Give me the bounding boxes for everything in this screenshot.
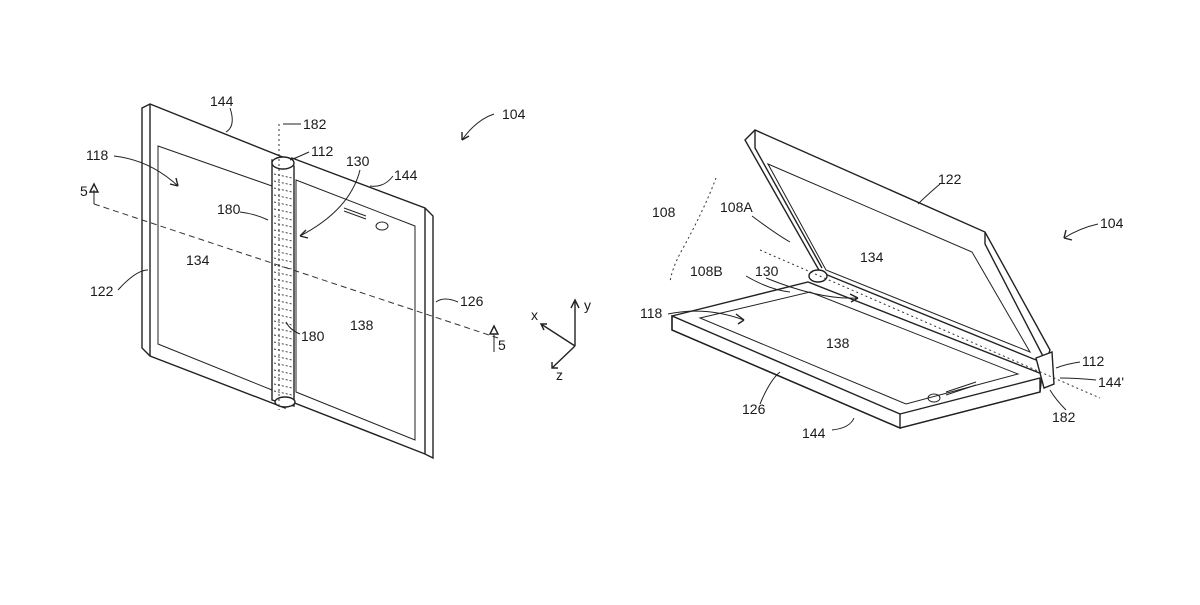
right-panel-body [292,158,433,458]
hinge-knuckle-left [809,270,827,282]
label-130-right: 130 [755,263,779,279]
label-108B: 108B [690,263,723,279]
axis-label-y: y [584,297,591,313]
hinge-cap-bottom [275,397,295,407]
label-108: 108 [652,204,676,220]
leader-112 [290,152,309,160]
label-5-right: 5 [498,337,506,353]
leader-144prime [1060,378,1096,380]
z-axis-line [552,346,575,368]
label-108A: 108A [720,199,753,215]
label-180-upper: 180 [217,201,241,217]
leader-126-right [760,372,780,404]
x-axis-line [541,324,575,346]
label-122-left: 122 [90,283,114,299]
label-144-right: 144 [394,167,418,183]
label-180-lower: 180 [301,328,325,344]
leader-108A [752,216,790,242]
arrowhead-104-right [1064,230,1072,240]
leader-122-right [918,184,940,204]
label-118: 118 [86,147,109,163]
label-112-right: 112 [1082,353,1105,369]
label-144prime: 144' [1098,374,1124,390]
leader-112-right [1056,362,1080,368]
axis-label-x: x [531,307,538,323]
label-126-left: 126 [460,293,484,309]
label-182-right: 182 [1052,409,1076,425]
label-104-left: 104 [502,106,526,122]
leader-144-top [226,108,232,132]
coordinate-axes: y x z [531,297,591,383]
label-144-top: 144 [210,93,234,109]
label-138-left: 138 [350,317,374,333]
leader-126 [436,299,458,302]
label-104-right: 104 [1100,215,1124,231]
hinge-cap-top [272,157,294,169]
leader-104 [462,114,494,140]
label-130: 130 [346,153,370,169]
label-134-right: 134 [860,249,884,265]
label-122-right: 122 [938,171,962,187]
right-device [668,130,1100,430]
section-arrow-right-head [490,326,498,334]
left-device [90,104,498,458]
label-112: 112 [311,143,334,159]
label-182: 182 [303,116,327,132]
left-panel-body [142,104,285,408]
leader-144-right-bottom [832,418,854,430]
label-144-right-bottom: 144 [802,425,826,441]
label-118-right: 118 [640,305,663,321]
leader-182-right [1050,390,1066,410]
label-126-right: 126 [742,401,766,417]
label-134-left: 134 [186,252,210,268]
leader-144-right [370,176,393,186]
label-5-left: 5 [80,183,88,199]
label-138-right: 138 [826,335,850,351]
leader-104-right [1064,224,1098,238]
axis-label-z: z [556,367,563,383]
